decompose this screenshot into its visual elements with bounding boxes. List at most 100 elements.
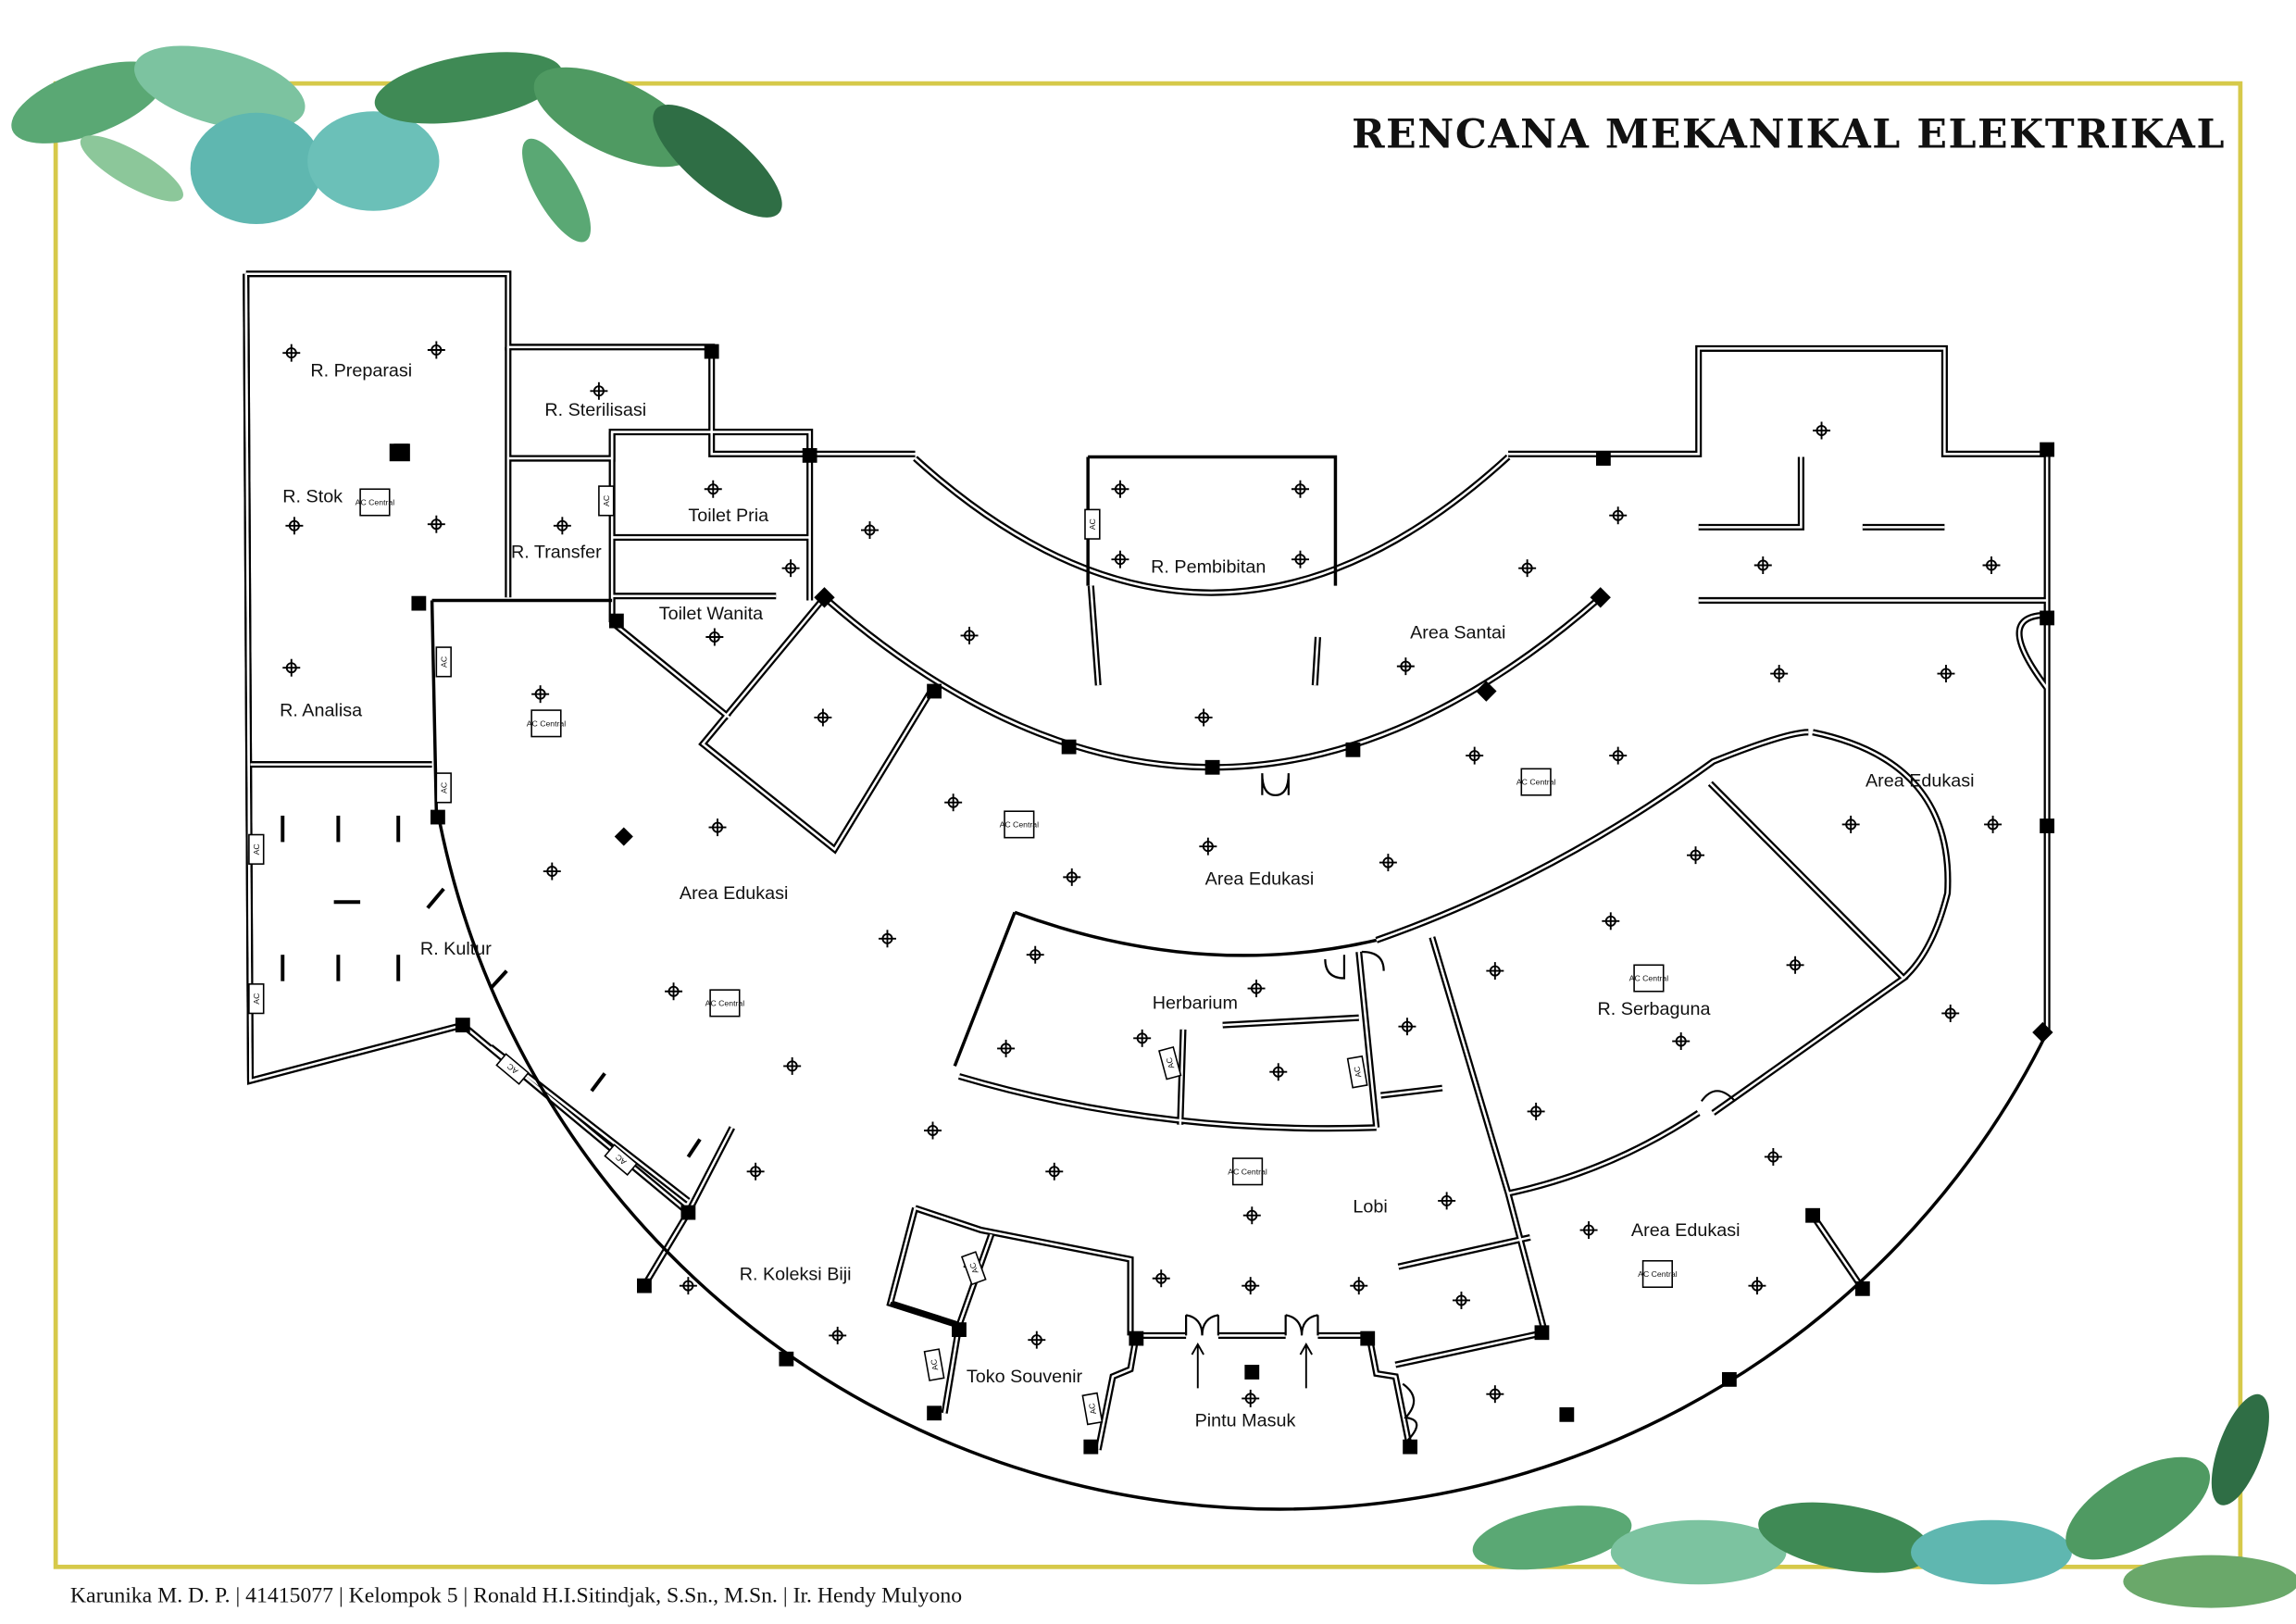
- lamp-icon: [1527, 1102, 1545, 1120]
- lamp-icon: [1579, 1221, 1598, 1240]
- wall: [698, 595, 936, 855]
- lamp-icon: [1452, 1291, 1470, 1309]
- column: [927, 683, 942, 699]
- room-label-r-sterilisasi: R. Sterilisasi: [544, 400, 646, 420]
- wall: [1222, 1016, 1359, 1027]
- lamp-icon: [1045, 1162, 1064, 1181]
- lamp-icon: [705, 628, 724, 646]
- lamp-icon: [1786, 956, 1804, 974]
- lamp-icon: [1672, 1032, 1691, 1051]
- lamp-icon: [1396, 657, 1415, 676]
- lamp-icon: [1111, 480, 1129, 498]
- column: [1061, 739, 1077, 755]
- lamp-icon: [1291, 480, 1309, 498]
- ac-central-unit: AC Central: [1000, 810, 1039, 839]
- lamp-icon: [285, 517, 304, 535]
- ac-split-unit: AC: [1081, 1392, 1104, 1426]
- lamp-icon: [1486, 962, 1504, 981]
- wall: [1430, 936, 1510, 1194]
- column: [1559, 1406, 1575, 1422]
- lamp-icon: [543, 862, 561, 881]
- column: [1595, 451, 1611, 466]
- ac-split-unit: AC: [248, 983, 265, 1015]
- room-label-area-edukasi-south: Area Edukasi: [1631, 1220, 1741, 1241]
- column: [927, 1405, 942, 1421]
- lamp-icon: [1291, 550, 1309, 568]
- wall: [1096, 1335, 1138, 1451]
- wall: [915, 1206, 1132, 1336]
- ac-split-unit: AC: [435, 772, 452, 804]
- doors: [1185, 773, 1737, 1443]
- ac-label: AC: [614, 1153, 629, 1167]
- lamp-icon: [924, 1121, 942, 1140]
- lamp-icon: [783, 1056, 802, 1075]
- wall: [1367, 1335, 1412, 1451]
- ac-central-label: AC Central: [527, 718, 567, 728]
- lamp-icon: [1813, 421, 1831, 440]
- column: [2040, 610, 2055, 626]
- column: [704, 344, 719, 359]
- ac-label: AC: [602, 495, 611, 506]
- heavy-walls: [430, 455, 2049, 1511]
- lamp-icon: [590, 381, 608, 400]
- column: [2032, 1021, 2053, 1043]
- column: [455, 1018, 470, 1033]
- ac-label: AC: [252, 843, 261, 855]
- lamp-icon: [1133, 1029, 1152, 1047]
- ac-split-unit: AC: [248, 833, 265, 865]
- wall: [1376, 731, 1809, 942]
- ac-central-label: AC Central: [705, 999, 745, 1008]
- room-label-toilet-pria: Toilet Pria: [688, 506, 768, 526]
- wall: [1812, 1215, 1864, 1290]
- leaf-decoration-top-left: [11, 45, 782, 243]
- wall: [1357, 951, 1378, 1128]
- room-labels: R. Preparasi R. Stok R. Sterilisasi R. T…: [280, 360, 1974, 1430]
- wall: [1090, 585, 1100, 686]
- lamp-icon: [1242, 1206, 1261, 1225]
- column: [1534, 1325, 1550, 1341]
- column: [1854, 1280, 1870, 1296]
- lamp-icon: [1379, 854, 1397, 872]
- lamp-icon: [1770, 665, 1789, 683]
- lamp-icon: [746, 1162, 765, 1181]
- ac-label: AC: [1164, 1056, 1176, 1069]
- wall: [1398, 1236, 1531, 1268]
- lamp-icon: [1486, 1385, 1504, 1404]
- column: [1244, 1365, 1260, 1380]
- ac-central-unit: AC Central: [1638, 1259, 1678, 1289]
- lamp-icon: [1518, 559, 1537, 578]
- column: [608, 613, 624, 629]
- column: [389, 443, 410, 462]
- wall: [1709, 782, 1906, 1115]
- ac-units: AC Central AC Central AC Central AC Central…: [248, 485, 1678, 1426]
- ac-central-unit: AC Central: [1516, 768, 1555, 796]
- column: [1590, 587, 1611, 608]
- wall: [244, 273, 252, 1081]
- lamp-icon: [960, 626, 979, 644]
- footer-credits: Karunika M. D. P. | 41415077 | Kelompok …: [70, 1583, 962, 1607]
- ac-central-label: AC Central: [1629, 974, 1669, 983]
- lamp-icon: [1937, 665, 1955, 683]
- lamp-icon: [878, 930, 896, 948]
- lamp-icon: [1941, 1004, 1960, 1022]
- ac-split-unit: AC: [1346, 1055, 1368, 1089]
- room-label-r-transfer: R. Transfer: [511, 543, 602, 563]
- column: [637, 1278, 652, 1293]
- lamp-icon: [1350, 1277, 1368, 1295]
- ac-split-unit: AC: [1084, 508, 1101, 540]
- ac-label: AC: [1088, 518, 1097, 530]
- lamp-icon: [1063, 868, 1081, 886]
- room-label-r-stok: R. Stok: [282, 486, 343, 506]
- wall: [1508, 344, 2051, 1033]
- wall: [957, 1073, 1377, 1132]
- column: [411, 595, 427, 611]
- ac-label: AC: [1352, 1066, 1363, 1079]
- wall: [245, 272, 916, 456]
- ac-split-unit: AC: [960, 1251, 987, 1286]
- column: [614, 827, 633, 846]
- ac-label: AC: [929, 1358, 940, 1371]
- lamp-icon: [1028, 1330, 1046, 1349]
- lamp-icon: [1764, 1147, 1782, 1166]
- lamp-icon: [1269, 1063, 1288, 1081]
